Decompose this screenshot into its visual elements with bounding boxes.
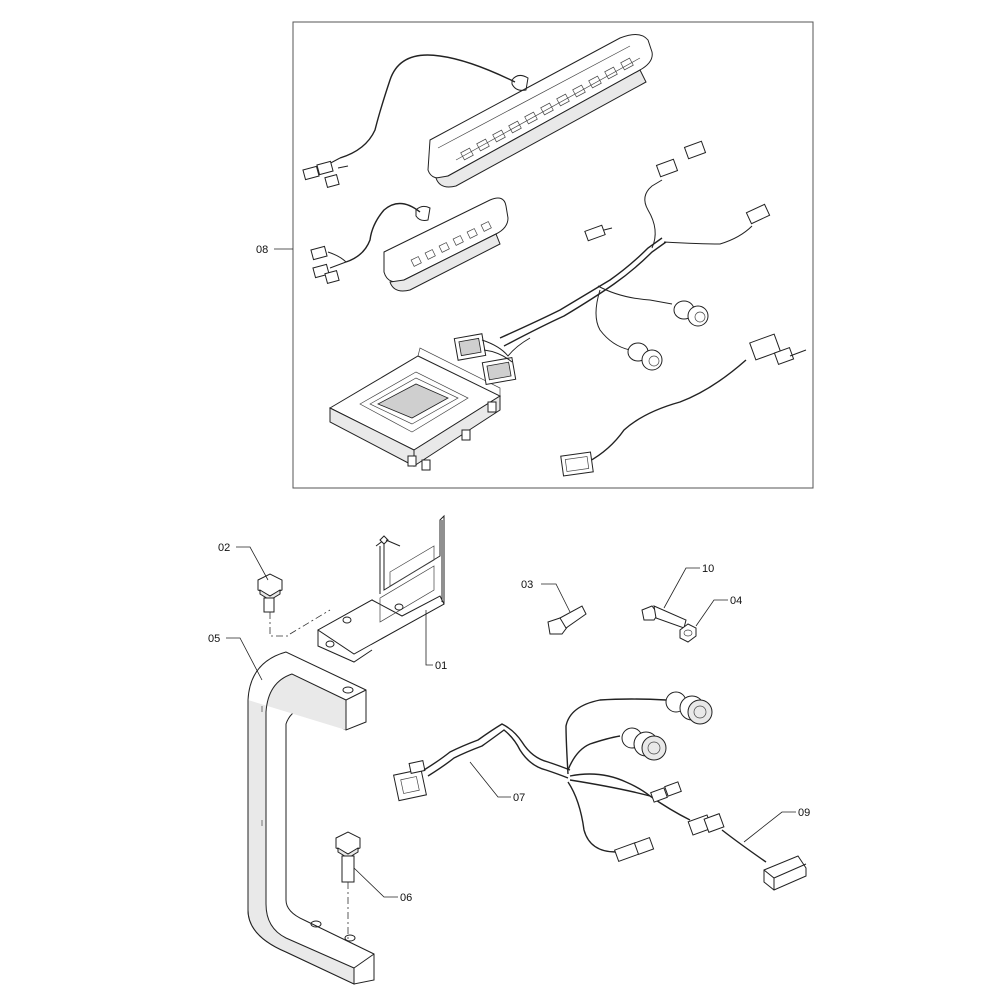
round-connector-1 xyxy=(673,300,709,327)
kit-frame xyxy=(292,21,814,489)
flat-connector-07d xyxy=(613,836,655,863)
label-04: 04 xyxy=(730,595,742,607)
bolt-06 xyxy=(335,831,361,940)
loose-connector xyxy=(584,224,613,242)
label-02: 02 xyxy=(218,542,230,554)
long-light-bar xyxy=(427,34,653,188)
diagnostic-plug xyxy=(560,333,807,477)
round-connector-07a xyxy=(665,691,713,725)
label-03: 03 xyxy=(521,579,533,591)
panel-cable xyxy=(345,202,421,263)
nut-04 xyxy=(679,623,697,643)
bracket-01 xyxy=(317,514,445,663)
flat-connector-07c xyxy=(650,781,682,803)
panel-plugs xyxy=(310,245,347,284)
label-10: 10 xyxy=(702,563,714,575)
label-08: 08 xyxy=(256,244,268,256)
small-control-panel xyxy=(383,197,509,292)
light-bar-cable xyxy=(339,54,516,159)
label-06: 06 xyxy=(400,892,412,904)
light-bar-buttons xyxy=(460,57,634,161)
label-09: 09 xyxy=(798,807,810,819)
bolt-02 xyxy=(257,573,331,637)
label-07: 07 xyxy=(513,792,525,804)
ecu-connectors xyxy=(453,333,531,386)
label-01: 01 xyxy=(435,660,447,672)
support-arm-05 xyxy=(247,651,375,985)
small-screw xyxy=(379,535,401,547)
sensor-09 xyxy=(687,813,807,891)
round-connector-07b xyxy=(621,727,667,761)
kit-08-group xyxy=(292,21,814,489)
bolt-03 xyxy=(547,605,587,635)
harness-07-plug xyxy=(393,760,427,802)
bolt-10 xyxy=(641,605,687,629)
part-labels: 08 02 05 01 03 10 04 07 06 09 xyxy=(208,244,810,904)
main-harness xyxy=(499,237,663,339)
leader-lines xyxy=(226,248,796,898)
right-connector-b xyxy=(745,203,771,225)
light-bar-plug xyxy=(302,160,349,188)
harness-07 xyxy=(393,691,713,863)
top-connector-a xyxy=(655,140,707,178)
ecu-module xyxy=(328,347,502,471)
diagnostic-harness xyxy=(587,359,747,463)
round-connector-2 xyxy=(627,342,663,371)
label-05: 05 xyxy=(208,633,220,645)
